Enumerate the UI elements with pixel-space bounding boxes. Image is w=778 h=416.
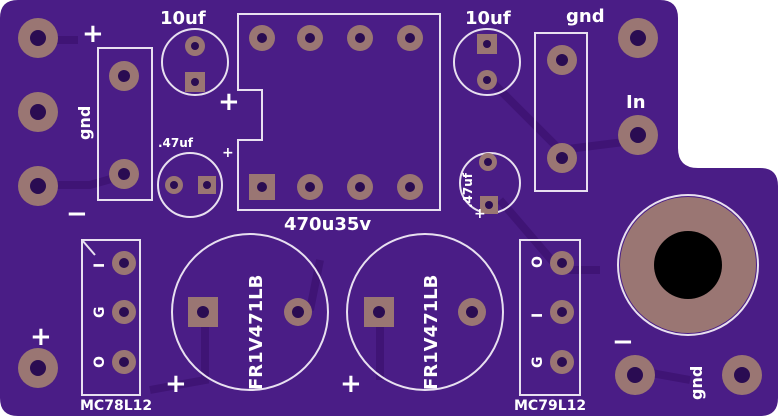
plus-small-cap: + [222, 145, 234, 161]
gnd-top-right-label: gnd [566, 6, 605, 27]
plus-top-left: + [82, 19, 104, 49]
reg-right-pin-g: G [530, 357, 546, 369]
reg-right-pin-o: O [530, 256, 546, 268]
minus-bottom-right: − [612, 327, 634, 357]
minus-left: − [66, 199, 88, 229]
reg-left-pin-g: G [92, 307, 108, 319]
reg-left-pin-i: I [92, 263, 108, 268]
big-cap-right-label: FR1V471LB [421, 275, 442, 390]
gnd-bottom-right-label: gnd [687, 366, 706, 400]
cap-top-right-label: 10uf [465, 8, 511, 29]
in-label: In [626, 92, 646, 113]
cap-bottom-center-label: 470u35v [284, 214, 371, 235]
plus-small-cap-right: + [474, 206, 486, 222]
cap-top-left-label: 10uf [160, 8, 206, 29]
reg-right-pin-i: I [530, 313, 546, 318]
reg-right-label: MC79L12 [514, 398, 586, 414]
plus-big-left: + [165, 369, 187, 399]
plus-left-bottom: + [30, 322, 52, 352]
plus-chip: + [218, 87, 240, 117]
gnd-left-label: gnd [75, 106, 94, 140]
mounting-hole [654, 231, 722, 299]
reg-left-pin-o: O [92, 356, 108, 368]
plus-big-right: + [340, 369, 362, 399]
square-pads [185, 34, 498, 327]
cap-small-left-label: .47uf [158, 136, 194, 150]
silkscreen-outlines [81, 13, 759, 396]
cap-small-right-label: .47uf [461, 172, 475, 208]
reg-left-label: MC78L12 [80, 398, 152, 414]
round-pads [18, 18, 762, 395]
big-cap-left-label: FR1V471LB [246, 275, 267, 390]
